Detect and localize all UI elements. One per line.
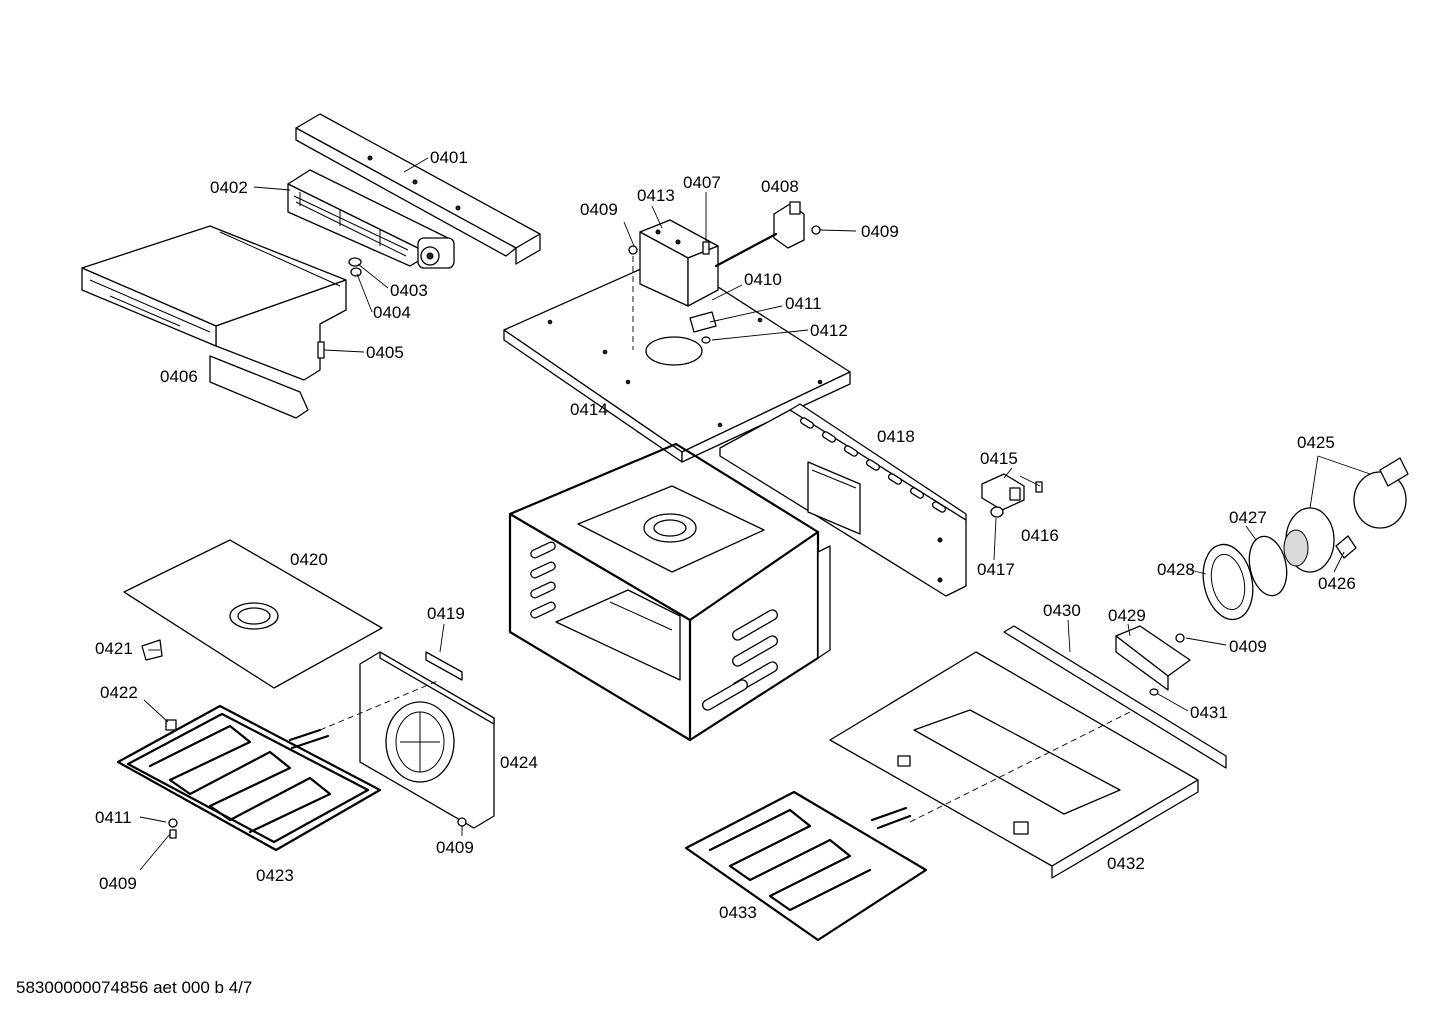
label-0412: 0412 [810, 321, 848, 340]
label-0425: 0425 [1297, 433, 1335, 452]
part-0420-bottom-plate [123, 539, 383, 689]
label-0410: 0410 [744, 270, 782, 289]
label-0409-bottom-mid: 0409 [436, 838, 474, 857]
part-0423-heater [116, 704, 382, 852]
part-labels: 0401 0402 0403 0404 0405 0406 0407 0408 … [95, 148, 1356, 922]
label-0423: 0423 [256, 866, 294, 885]
label-0427: 0427 [1229, 508, 1267, 527]
label-0432: 0432 [1107, 854, 1145, 873]
label-0411-bottom: 0411 [95, 808, 132, 827]
part-0402-fan [287, 169, 455, 269]
label-0416: 0416 [1021, 526, 1059, 545]
label-0404: 0404 [373, 303, 411, 322]
label-0409-bottom-left: 0409 [99, 874, 137, 893]
label-0405: 0405 [366, 343, 404, 362]
label-0409-right: 0409 [861, 222, 899, 241]
label-0422: 0422 [100, 683, 138, 702]
label-0417: 0417 [977, 560, 1015, 579]
part-0418-side-panel [719, 403, 967, 597]
label-0414: 0414 [570, 400, 608, 419]
label-0406: 0406 [160, 367, 198, 386]
label-0431: 0431 [1190, 703, 1228, 722]
part-0414-top-plate [503, 255, 851, 463]
part-0424-fan-cover [319, 651, 495, 829]
label-0402: 0402 [210, 178, 248, 197]
label-0407: 0407 [683, 173, 721, 192]
label-0428: 0428 [1157, 560, 1195, 579]
label-0411-top: 0411 [785, 294, 822, 313]
label-0418: 0418 [877, 427, 915, 446]
label-0421: 0421 [95, 639, 133, 658]
label-0419: 0419 [427, 604, 465, 623]
label-0409-bottom-right: 0409 [1229, 637, 1267, 656]
label-0413: 0413 [637, 186, 675, 205]
fasteners-0407-0412 [628, 241, 717, 350]
label-0420: 0420 [290, 550, 328, 569]
label-0403: 0403 [390, 281, 428, 300]
part-0413-control-box [639, 219, 719, 307]
parts-0425-0428-lamp [1202, 457, 1409, 621]
part-0401-rail [295, 113, 541, 265]
label-0408: 0408 [761, 177, 799, 196]
part-0406-duct-cover [81, 225, 347, 419]
label-0415: 0415 [980, 449, 1018, 468]
part-0432-floor-tray [829, 625, 1227, 879]
part-oven-muffle [508, 442, 831, 742]
label-0401: 0401 [430, 148, 468, 167]
label-0429: 0429 [1108, 606, 1146, 625]
leader-lines [139, 157, 1371, 871]
parts-0415-0417 [981, 473, 1043, 518]
part-0433-heater [684, 711, 1131, 942]
label-0426: 0426 [1318, 574, 1356, 593]
document-reference-footer: 58300000074856 aet 000 b 4/7 [16, 978, 253, 997]
label-0409-top: 0409 [580, 200, 618, 219]
label-0424: 0424 [500, 753, 538, 772]
label-0433: 0433 [719, 903, 757, 922]
label-0430: 0430 [1043, 601, 1081, 620]
part-0408-thermostat [714, 201, 821, 268]
